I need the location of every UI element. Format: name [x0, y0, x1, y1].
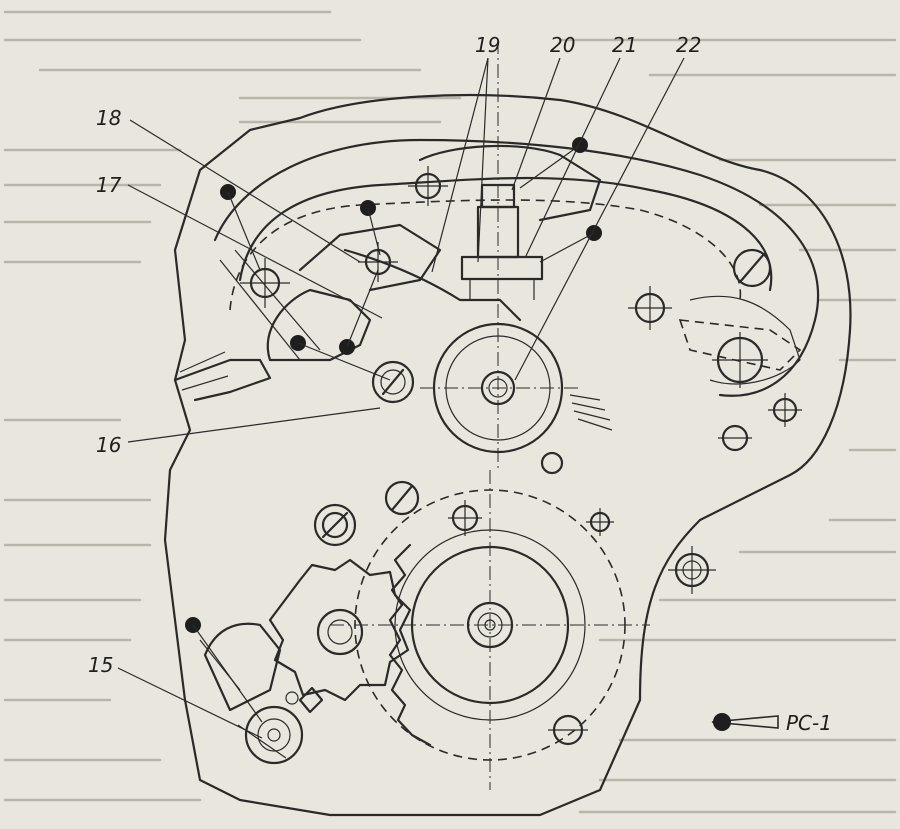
- legend-label: PC-1: [786, 711, 832, 735]
- callouts: 18 17 16 15 19 20 21 22: [88, 33, 701, 739]
- background-text-lines: [3, 10, 897, 814]
- callout-20: 20: [550, 33, 575, 57]
- callout-21: 21: [612, 33, 637, 57]
- leader-20: [511, 57, 561, 191]
- callout-15: 15: [88, 653, 113, 677]
- star-gear: [268, 558, 412, 702]
- legend-pc1: PC-1: [711, 711, 832, 735]
- lower-wheel: [330, 470, 650, 790]
- legend-dot-icon: [713, 713, 731, 731]
- callout-19: 19: [475, 33, 500, 57]
- legend-pointer: [711, 715, 779, 729]
- leader-16: [127, 407, 381, 443]
- callout-17: 17: [96, 173, 122, 197]
- leader-18: [129, 119, 361, 263]
- upper-wheel: [420, 322, 580, 454]
- callout-22: 22: [676, 33, 701, 57]
- springs: [569, 394, 613, 431]
- housing-outline: [163, 94, 852, 817]
- slider-block: [460, 40, 544, 470]
- bottom-left-mechanism: [199, 622, 324, 765]
- indicator-dots: [185, 137, 602, 723]
- leader-19b: [477, 57, 489, 263]
- leader-17: [127, 184, 383, 319]
- leader-19a: [431, 57, 489, 273]
- callout-16: 16: [96, 433, 121, 457]
- lever-assembly: [173, 144, 602, 402]
- leader-22: [514, 57, 685, 381]
- pivot-points: [240, 166, 802, 746]
- leader-15: [117, 667, 263, 739]
- callout-18: 18: [96, 106, 121, 130]
- leader-21: [524, 57, 621, 259]
